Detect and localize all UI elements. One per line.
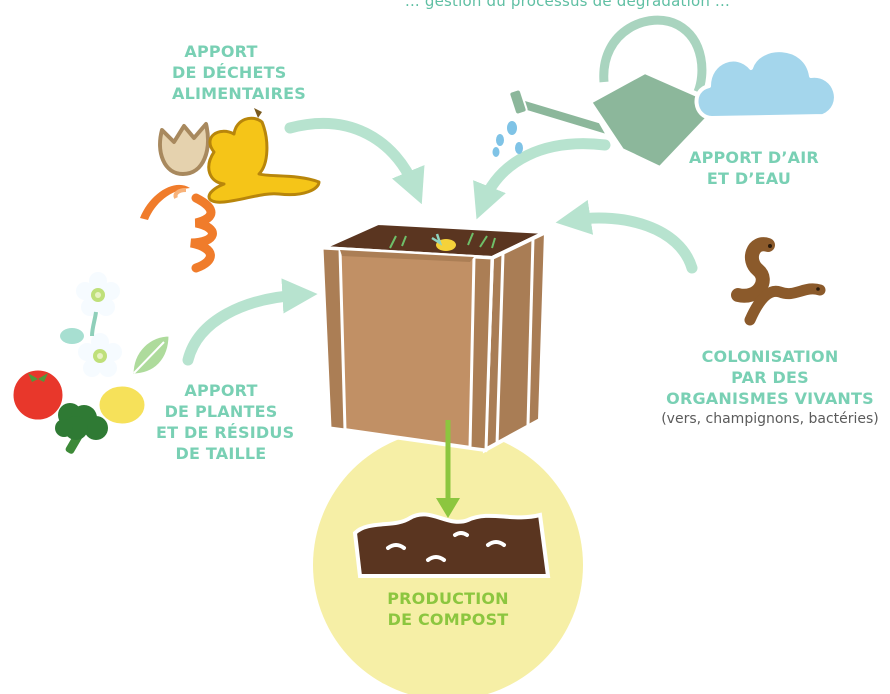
eggshell-icon: [158, 122, 210, 176]
header-caption: ... gestion du processus de dégradation …: [405, 0, 730, 10]
broccoli-icon: [55, 403, 108, 454]
watering-can-icon: [508, 15, 722, 170]
tomato-icon: [10, 367, 66, 423]
arrow-organisms: [555, 199, 698, 274]
label-organisms: COLONISATION PAR DES ORGANISMES VIVANTS …: [661, 347, 879, 427]
worms-icon: [731, 237, 826, 326]
label-plants: APPORT DE PLANTES ET DE RÉSIDUS DE TAILL…: [156, 381, 295, 463]
compost-pile-icon: [352, 512, 551, 578]
arrow-food-waste: [284, 118, 425, 205]
water-drops-icon: [492, 121, 523, 157]
banana-peel-icon: [207, 108, 321, 204]
lemon-icon: [96, 383, 148, 427]
arrow-plants: [182, 278, 318, 366]
label-production: PRODUCTION DE COMPOST: [387, 589, 509, 629]
orange-peel-icon: [140, 184, 217, 273]
compost-bin-icon: [319, 220, 549, 454]
leaf-icon: [130, 333, 172, 377]
arrow-air-water: [473, 138, 611, 220]
label-organisms-subtitle: (vers, champignons, bactéries): [661, 411, 879, 427]
label-food-waste: APPORT DE DÉCHETS ALIMENTAIRES: [172, 42, 306, 103]
production-arrow: [436, 420, 460, 518]
cloud-icon: [694, 48, 838, 120]
label-air-water: APPORT D’AIR ET D’EAU: [689, 148, 819, 188]
flowers-icon: [60, 272, 122, 377]
